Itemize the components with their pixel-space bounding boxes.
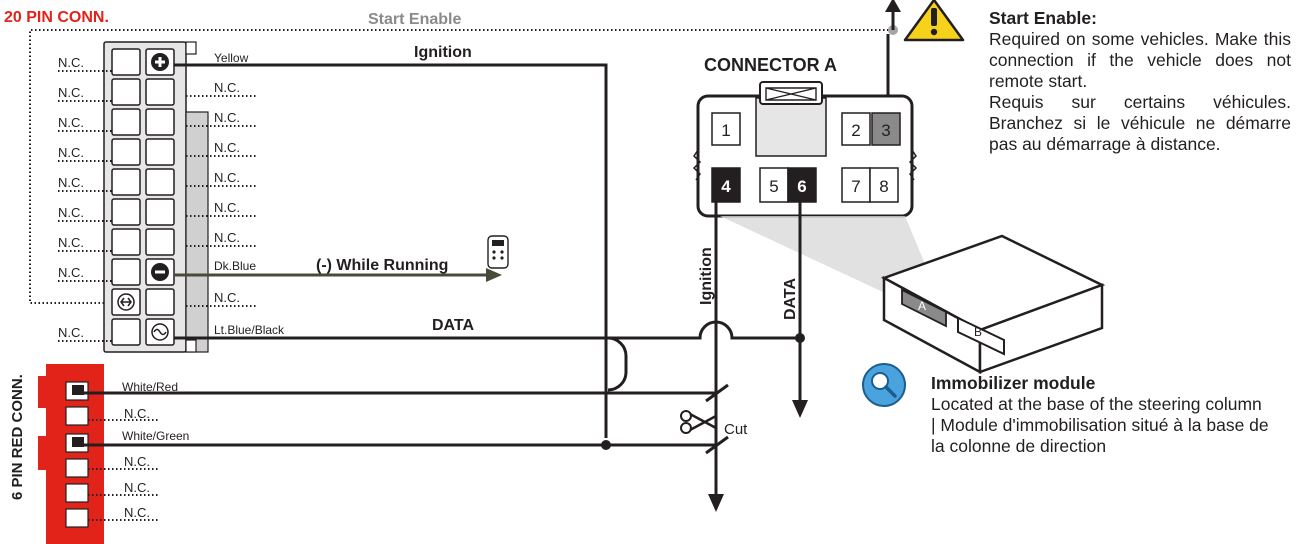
module-port-a: A xyxy=(918,299,926,313)
module-port-b: B xyxy=(974,325,982,339)
pin-4: 4 xyxy=(721,177,731,196)
while-running-label: (-) While Running xyxy=(316,257,448,274)
pin20-title: 20 PIN CONN. xyxy=(4,9,109,26)
ignition-wire-label: Ignition xyxy=(414,44,472,61)
start-enable-note: Start Enable: Required on some vehicles.… xyxy=(989,8,1291,155)
connector-a xyxy=(692,81,918,218)
left-label: N.C. xyxy=(58,175,84,190)
start-enable-arrow xyxy=(885,0,901,12)
remote-icon xyxy=(487,235,509,269)
diode-icon xyxy=(117,293,135,311)
left-label: N.C. xyxy=(58,85,84,100)
pin6-label: N.C. xyxy=(124,480,150,495)
warning-icon xyxy=(903,0,965,42)
start-enable-fr: Requis sur certains véhicules. Branchez … xyxy=(989,92,1291,154)
ac-icon xyxy=(151,323,169,341)
ignition-vertical-label: Ignition xyxy=(698,247,715,305)
right-label: Yellow xyxy=(214,51,249,65)
pin6-label: N.C. xyxy=(124,505,150,520)
pin6-cells xyxy=(65,381,89,528)
left-label: N.C. xyxy=(58,235,84,250)
pin6-label: N.C. xyxy=(124,454,150,469)
left-label: N.C. xyxy=(58,325,84,340)
pin-8: 8 xyxy=(879,177,888,196)
right-label: N.C. xyxy=(214,110,240,125)
cut-marks xyxy=(705,383,729,455)
connector-a-title: CONNECTOR A xyxy=(704,55,837,75)
right-label: Lt.Blue/Black xyxy=(214,323,285,337)
pin20-cells xyxy=(111,48,175,346)
pin6-label: White/Green xyxy=(122,429,189,443)
connector-a-pin-labels: 1 2 3 4 5 6 7 8 xyxy=(721,121,890,196)
immobilizer-title: Immobilizer module xyxy=(931,373,1096,393)
left-label: N.C. xyxy=(58,205,84,220)
cut-label: Cut xyxy=(724,421,748,438)
pin6-label: N.C. xyxy=(124,406,150,421)
pin-2: 2 xyxy=(851,121,860,140)
data-wire-label: DATA xyxy=(432,317,475,334)
left-label: N.C. xyxy=(58,145,84,160)
start-enable-wire-label: Start Enable xyxy=(368,11,461,28)
pin20-left-labels: N.C. N.C. N.C. N.C. N.C. N.C. N.C. N.C. … xyxy=(58,55,112,342)
data-vertical-label: DATA xyxy=(782,277,799,320)
pin6-title: 6 PIN RED CONN. xyxy=(9,374,26,500)
right-label: N.C. xyxy=(214,170,240,185)
pin6-labels: White/Red N.C. White/Green N.C. N.C. N.C… xyxy=(88,380,189,521)
magnifier-icon xyxy=(862,363,906,407)
ignition-down-arrow xyxy=(708,494,724,512)
plus-icon xyxy=(151,53,169,71)
immobilizer-body: Located at the base of the steering colu… xyxy=(931,394,1269,456)
right-label: N.C. xyxy=(214,230,240,245)
pin6-label: White/Red xyxy=(122,380,178,394)
ignition-wire xyxy=(174,63,608,438)
pin-7: 7 xyxy=(851,177,860,196)
pin-5: 5 xyxy=(769,177,778,196)
data-wire-to-connector xyxy=(608,320,800,340)
immobilizer-note: Immobilizer module Located at the base o… xyxy=(931,373,1271,457)
right-label: N.C. xyxy=(214,290,240,305)
left-label: N.C. xyxy=(58,265,84,280)
while-running-arrow xyxy=(486,268,502,282)
right-label: N.C. xyxy=(214,140,240,155)
start-enable-title: Start Enable: xyxy=(989,8,1097,28)
pin-1: 1 xyxy=(721,121,730,140)
start-enable-dotted-wire xyxy=(29,29,893,304)
pin-6: 6 xyxy=(797,177,806,196)
pin20-right-labels: Yellow N.C. N.C. N.C. N.C. N.C. N.C. Dk.… xyxy=(186,51,285,337)
left-label: N.C. xyxy=(58,115,84,130)
left-label: N.C. xyxy=(58,55,84,70)
data-down-arrow xyxy=(792,400,808,418)
right-label: N.C. xyxy=(214,200,240,215)
pin-3: 3 xyxy=(881,121,890,140)
data-wire-to-red xyxy=(174,336,628,392)
right-label: Dk.Blue xyxy=(214,259,256,273)
right-label: N.C. xyxy=(214,80,240,95)
start-enable-en: Required on some vehicles. Make this con… xyxy=(989,29,1291,91)
immobilizer-module-box xyxy=(880,234,1106,375)
minus-icon xyxy=(151,263,169,281)
scissors-icon xyxy=(680,410,717,434)
